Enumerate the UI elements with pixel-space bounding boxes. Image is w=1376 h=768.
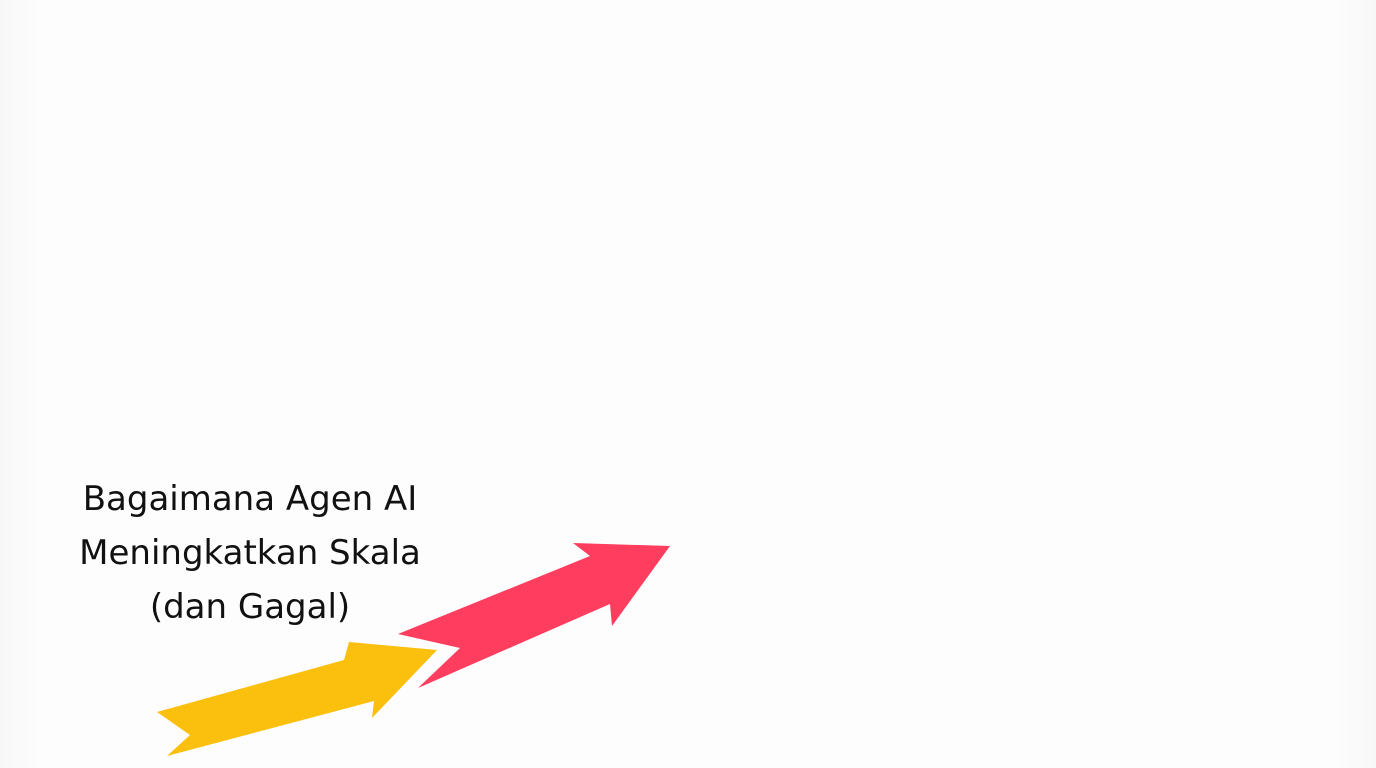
title-line-1: Bagaimana Agen AI — [82, 479, 418, 519]
title-line-2: Meningkatkan Skala — [79, 533, 421, 573]
title-line-3: (dan Gagal) — [149, 587, 351, 627]
yellow-arrow-icon — [157, 642, 437, 756]
slide-title: Bagaimana Agen AI Meningkatkan Skala (da… — [30, 472, 470, 634]
red-arrow-icon — [398, 543, 670, 688]
